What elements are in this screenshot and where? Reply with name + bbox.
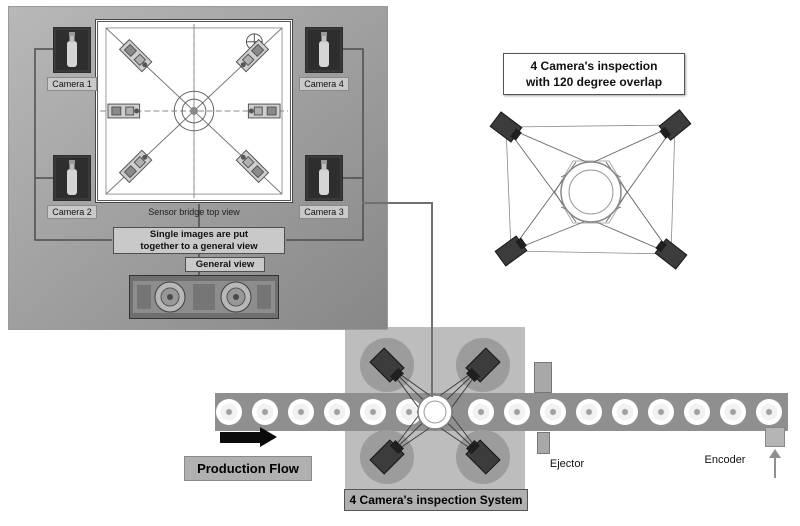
camera-icon [489,111,525,145]
bridge-top-view-schematic [97,20,291,202]
encoder-label: Encoder [704,454,746,466]
camera-4-label: Camera 4 [299,77,349,91]
conveyor-product [612,399,638,425]
general-view-label: General view [185,257,265,272]
camera-2-label: Camera 2 [47,205,97,219]
conveyor-product [756,399,782,425]
conveyor-product [684,399,710,425]
inspected-product [417,394,453,430]
camera-4-image [305,27,343,73]
ejector-block-top [534,362,552,393]
conveyor-product [504,399,530,425]
overlap-info-line2: with 120 degree overlap [525,75,663,89]
overlap-diagram [489,109,692,270]
product-inner-ring [568,169,614,215]
stitch-note-box: Single images are put together to a gene… [113,227,285,254]
camera-3-label: Camera 3 [299,205,349,219]
product-hexagon [554,160,628,224]
bottle-photo-icon [54,28,90,72]
conveyor-belt [215,393,788,431]
sensor-bridge-panel: Camera 1 Camera 4 Camera 2 Camera 3 Sens… [8,6,388,330]
general-view-image [129,275,279,319]
conveyor-product [288,399,314,425]
bottle-photo-icon [306,28,342,72]
conveyor-product [468,399,494,425]
ejector-label: Ejector [549,458,585,470]
production-flow-label: Production Flow [184,456,312,481]
stitch-note-line1: Single images are put [149,229,249,240]
camera-icon [652,236,688,270]
bottle-photo-icon [306,156,342,200]
conveyor-product [540,399,566,425]
camera-3-image [305,155,343,201]
encoder-device [765,427,785,447]
camera-icon [656,109,692,143]
inspection-zone-art [360,338,510,484]
inspection-system-label: 4 Camera's inspection System [344,489,528,511]
overlap-info-box: 4 Camera's inspection with 120 degree ov… [503,53,685,95]
sensor-bridge-drawing [95,19,293,203]
overlap-info-line1: 4 Camera's inspection [530,59,658,73]
encoder-arrowhead-icon [769,449,781,458]
inspected-product-ring [423,400,447,424]
conveyor-product [360,399,386,425]
camera-1-label: Camera 1 [47,77,97,91]
camera-icon [494,233,530,267]
conveyor-product [720,399,746,425]
encoder-arrow-icon [774,457,776,478]
conveyor-product [648,399,674,425]
conveyor-product [252,399,278,425]
conveyor-product [216,399,242,425]
sensor-bridge-caption: Sensor bridge top view [148,207,240,217]
camera-2-image [53,155,91,201]
conveyor-product [576,399,602,425]
bottle-photo-icon [54,156,90,200]
product-circle [560,161,622,223]
production-flow-arrowhead-icon [260,427,277,447]
ejector-block-bottom [537,432,550,454]
stitch-note-line2: together to a general view [140,241,258,252]
production-flow-arrow-icon [220,432,260,443]
conveyor-product [324,399,350,425]
camera-1-image [53,27,91,73]
